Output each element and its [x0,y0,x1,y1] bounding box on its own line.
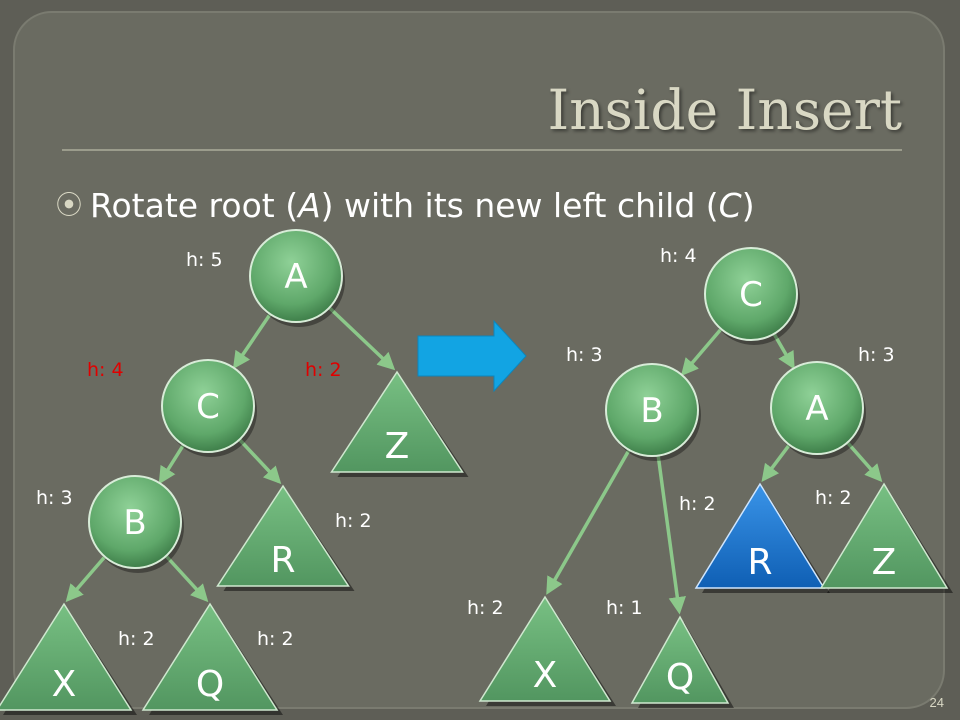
subtree-triangle [630,615,730,704]
height-label-after-c: h: 4 [660,245,697,267]
subtree-label: R [270,540,295,581]
subtree-triangle [141,602,279,711]
tree-edge-before-c-b [158,442,187,485]
node-label: A [284,257,307,297]
tree-edge-after-b-q [656,453,686,615]
node-circle [770,361,864,455]
subtree-label: Z [385,426,410,467]
tree-node-after-c: C [704,247,800,345]
height-label-before-q: h: 2 [257,628,294,650]
subtree-label: Z [872,542,897,583]
bullet-node-ref: C [718,186,742,225]
node-label: B [123,503,146,543]
subtree-label: Q [666,657,694,698]
page-number: 24 [929,695,944,710]
subtree-triangle [216,484,350,587]
tree-node-before-a: A [249,229,345,327]
height-label-after-z: h: 2 [815,487,852,509]
bullet-point: ⦿Rotate root (A) with its new left child… [56,186,755,225]
height-label-before-x: h: 2 [118,628,155,650]
subtree-label: Q [196,664,224,705]
node-label: B [640,391,663,431]
subtree-triangle [694,482,826,589]
node-label: C [196,387,220,427]
subtree-triangle [0,602,133,711]
height-label-after-x: h: 2 [467,597,504,619]
subtree-label: R [747,542,772,583]
node-circle [704,247,798,341]
node-label: A [805,389,828,429]
height-label-after-a: h: 3 [858,344,895,366]
height-label-before-c: h: 4 [87,359,124,381]
height-label-after-r: h: 2 [679,493,716,515]
tree-edge-before-b-x [65,553,108,603]
height-label-after-q: h: 1 [606,597,643,619]
subtree-label: X [52,664,77,705]
right-arrow-icon [417,319,527,393]
subtree-triangle [478,595,612,702]
tree-rotation-diagram: Z R X Q A C Bh: 5 h: 4 h: 2 h: 3 h: 2 h: 2 h: 2 X Q R Z C… [0,229,953,715]
tree-edge-after-c-a [771,330,795,370]
tree-edge-before-c-r [236,436,282,485]
tree-node-after-b: B [605,363,701,461]
bullet-text-part: ) [741,186,755,225]
height-label-before-r: h: 2 [335,510,372,532]
subtree-after-q: Q [630,615,734,708]
bullet-text-part: ) with its new left child ( [320,186,719,225]
bullet-text-part: Rotate root ( [90,186,299,225]
subtree-triangle [819,482,949,589]
height-label-before-a: h: 5 [186,249,223,271]
tree-node-before-c: C [161,359,257,457]
subtree-after-z: Z [819,482,953,593]
subtree-label: X [533,655,558,696]
tree-edge-after-b-x [546,447,632,595]
height-label-before-b: h: 3 [36,487,73,509]
tree-edge-after-c-b [680,326,724,377]
subtree-before-q: Q [141,602,283,715]
tree-node-after-a: A [770,361,866,459]
tree-edge-after-a-r [761,441,793,483]
height-label-after-b: h: 3 [566,344,603,366]
height-label-before-z: h: 2 [305,359,342,381]
subtree-after-x: X [478,595,616,706]
subtree-after-r: R [694,482,830,593]
tree-edge-after-a-z [844,439,883,483]
node-circle [605,363,699,457]
node-circle [249,229,343,323]
tree-edge-before-a-z [326,304,396,371]
subtree-triangle [330,370,464,473]
subtree-before-r: R [216,484,355,591]
tree-node-before-b: B [88,475,184,573]
subtree-before-z: Z [330,370,469,477]
bullet-circle-icon: ⦿ [56,191,83,221]
node-circle [88,475,182,569]
slide-title: Inside Insert [547,78,902,142]
node-label: C [739,275,763,315]
tree-edge-before-b-q [163,553,209,603]
node-circle [161,359,255,453]
subtree-before-x: X [0,602,137,715]
tree-edge-before-a-c [232,311,273,370]
bullet-node-ref: A [298,186,321,225]
